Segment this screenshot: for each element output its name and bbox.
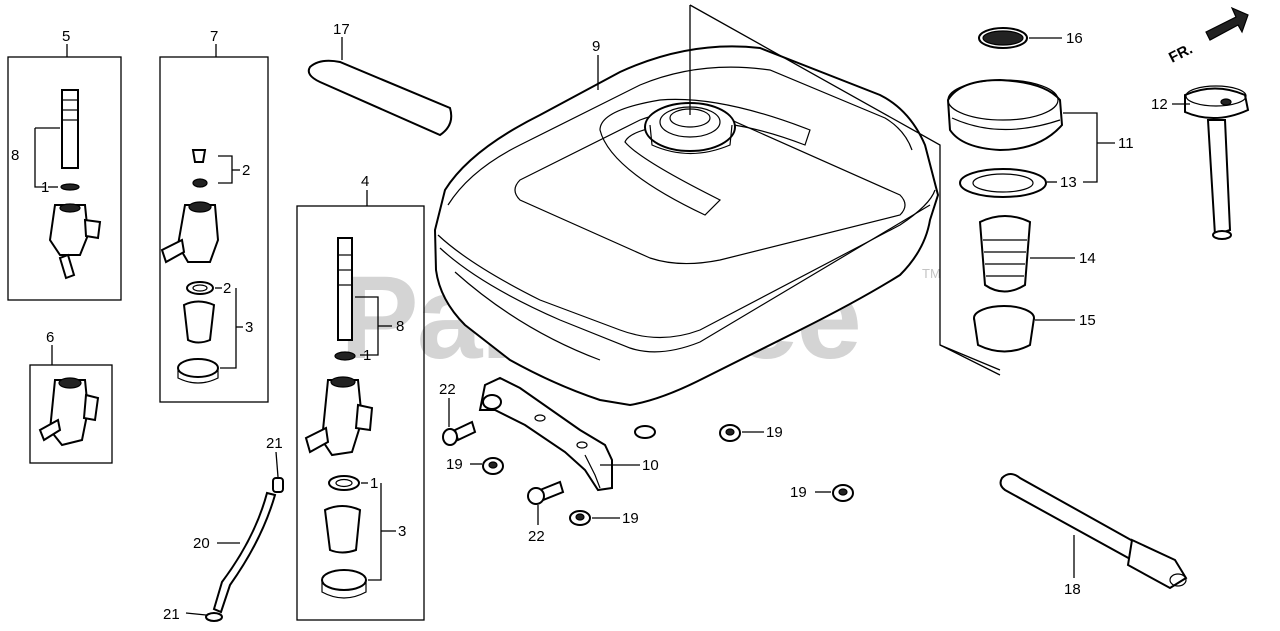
fuel-tube-20[interactable] bbox=[212, 491, 277, 614]
callout-20[interactable]: 20 bbox=[193, 535, 210, 552]
callout-2-box7-mid[interactable]: 2 bbox=[223, 280, 231, 297]
front-direction-label: FR. bbox=[1166, 40, 1195, 66]
callout-19-c[interactable]: 19 bbox=[766, 424, 783, 441]
flange-bolt-22-upper[interactable] bbox=[442, 420, 477, 446]
cap-gasket-16[interactable] bbox=[978, 27, 1028, 49]
flange-nut-19-d[interactable] bbox=[832, 484, 854, 502]
fuel-strainer-8[interactable] bbox=[61, 89, 79, 169]
callout-8-box5[interactable]: 8 bbox=[11, 147, 19, 164]
callout-10[interactable]: 10 bbox=[642, 457, 659, 474]
callout-21-bottom[interactable]: 21 bbox=[163, 606, 180, 623]
callout-19-a[interactable]: 19 bbox=[446, 456, 463, 473]
watermark-trademark: TM bbox=[922, 266, 941, 281]
callout-15[interactable]: 15 bbox=[1079, 312, 1096, 329]
spark-plug-wrench-18[interactable] bbox=[999, 473, 1188, 590]
callout-5[interactable]: 5 bbox=[62, 28, 70, 45]
front-arrow-icon bbox=[1205, 6, 1249, 41]
fuel-tank-cap-11[interactable] bbox=[946, 78, 1064, 152]
callout-3-box4[interactable]: 3 bbox=[398, 523, 406, 540]
fuel-cock-assembly-6: 6 bbox=[29, 329, 113, 464]
callout-1-box4-top[interactable]: 1 bbox=[363, 347, 371, 364]
tank-pad-17[interactable] bbox=[307, 59, 453, 137]
callout-9[interactable]: 9 bbox=[592, 38, 600, 55]
o-ring-1[interactable] bbox=[60, 183, 80, 191]
tube-clip-21-top[interactable] bbox=[272, 477, 284, 493]
fuel-strainer-14[interactable] bbox=[978, 215, 1032, 293]
front-direction-indicator: FR. bbox=[1166, 6, 1249, 67]
fuel-cock-assembly-4: 4 8 1 1 3 bbox=[296, 173, 425, 621]
cap-packing-13[interactable] bbox=[959, 168, 1047, 198]
callout-2-box7-top[interactable]: 2 bbox=[242, 162, 250, 179]
callout-1-box4-mid[interactable]: 1 bbox=[370, 475, 378, 492]
callout-22-lower[interactable]: 22 bbox=[528, 528, 545, 545]
fuel-valve-body[interactable] bbox=[48, 204, 90, 256]
callout-1-box5[interactable]: 1 bbox=[41, 179, 49, 196]
tank-bracket-10[interactable] bbox=[478, 376, 613, 492]
callout-11[interactable]: 11 bbox=[1118, 135, 1134, 152]
callout-8-box4[interactable]: 8 bbox=[396, 318, 404, 335]
callout-16[interactable]: 16 bbox=[1066, 30, 1083, 47]
callout-14[interactable]: 14 bbox=[1079, 250, 1096, 267]
strainer-ring-15[interactable] bbox=[973, 305, 1035, 353]
flange-bolt-22-lower[interactable] bbox=[527, 480, 565, 505]
fuel-strainer-8-box4[interactable] bbox=[337, 237, 353, 341]
filter-cup-3b[interactable] bbox=[323, 505, 362, 554]
callout-13[interactable]: 13 bbox=[1060, 174, 1077, 191]
fuel-valve-6[interactable] bbox=[48, 379, 90, 447]
callout-6[interactable]: 6 bbox=[46, 329, 54, 346]
callout-19-b[interactable]: 19 bbox=[622, 510, 639, 527]
fuel-tank[interactable] bbox=[433, 45, 940, 439]
callout-22-upper[interactable]: 22 bbox=[439, 381, 456, 398]
flange-nut-19-b[interactable] bbox=[569, 510, 591, 526]
callout-19-d[interactable]: 19 bbox=[790, 484, 807, 501]
fuel-cock-assembly-7: 7 2 2 3 bbox=[159, 28, 269, 403]
callout-3-box7[interactable]: 3 bbox=[245, 319, 253, 336]
fuel-cock-assembly-5: 5 8 1 bbox=[7, 28, 122, 301]
callout-7[interactable]: 7 bbox=[210, 28, 218, 45]
callout-17[interactable]: 17 bbox=[333, 21, 350, 38]
callout-18[interactable]: 18 bbox=[1064, 581, 1081, 598]
callout-12[interactable]: 12 bbox=[1151, 96, 1168, 113]
fuel-valve-7[interactable] bbox=[176, 204, 220, 263]
flange-nut-19-c[interactable] bbox=[719, 424, 741, 442]
callout-21-top[interactable]: 21 bbox=[266, 435, 283, 452]
filler-cap-gauge-12[interactable] bbox=[1184, 85, 1250, 240]
callout-4[interactable]: 4 bbox=[361, 173, 369, 190]
tube-clip-21-bottom[interactable] bbox=[205, 612, 223, 622]
filter-cup-3a[interactable] bbox=[182, 300, 216, 344]
flange-nut-19-a[interactable] bbox=[482, 457, 504, 475]
